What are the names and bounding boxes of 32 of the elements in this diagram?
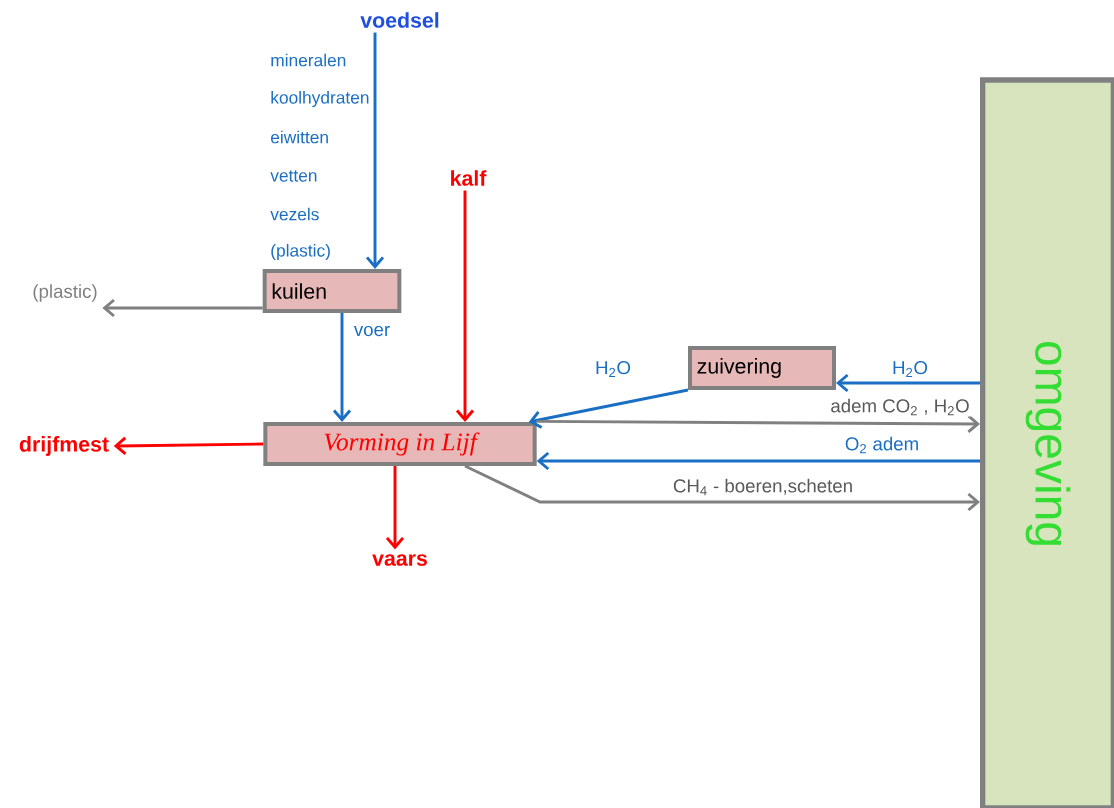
- process-box: zuivering: [688, 346, 836, 390]
- arrow: [528, 388, 689, 429]
- arrow: [455, 190, 475, 422]
- nutrient-label: eiwitten: [271, 130, 328, 144]
- arrow: [365, 32, 385, 269]
- nutrient-label: koolhydraten: [271, 90, 369, 108]
- nutrient-label: mineralen: [271, 53, 346, 67]
- arrow: [102, 298, 263, 318]
- arrow: [464, 464, 980, 512]
- edge-label: adem CO$_{2}$ , H$_{2}$O: [829, 397, 971, 417]
- arrow: [536, 414, 980, 434]
- edge-label: voer: [352, 324, 392, 338]
- arrow: [385, 466, 405, 550]
- edge-label: O$_{2}$ adem: [843, 435, 921, 455]
- band-label: omgeving: [1025, 341, 1071, 545]
- edge-label: CH$_{4}$ - boeren,scheten: [671, 477, 855, 497]
- process-box: kuilen: [262, 269, 402, 313]
- arrow: [836, 373, 980, 393]
- edge-label: H$_{2}$O: [890, 359, 930, 379]
- text-label: drijfmest: [19, 436, 109, 456]
- arrow: [536, 451, 980, 471]
- edge-label: H$_{2}$O: [593, 359, 633, 379]
- text-label: vaars: [372, 554, 427, 566]
- nutrient-label: vezels: [270, 207, 319, 221]
- process-box: Vorming in Lijf: [263, 422, 537, 466]
- text-label: (plastic): [33, 284, 97, 302]
- text-label: voedsel: [360, 12, 439, 28]
- arrow: [113, 436, 264, 455]
- text-label: kalf: [451, 170, 487, 186]
- nutrient-label: vetten: [270, 170, 317, 182]
- arrow: [332, 313, 352, 422]
- environment-band: [980, 77, 1114, 808]
